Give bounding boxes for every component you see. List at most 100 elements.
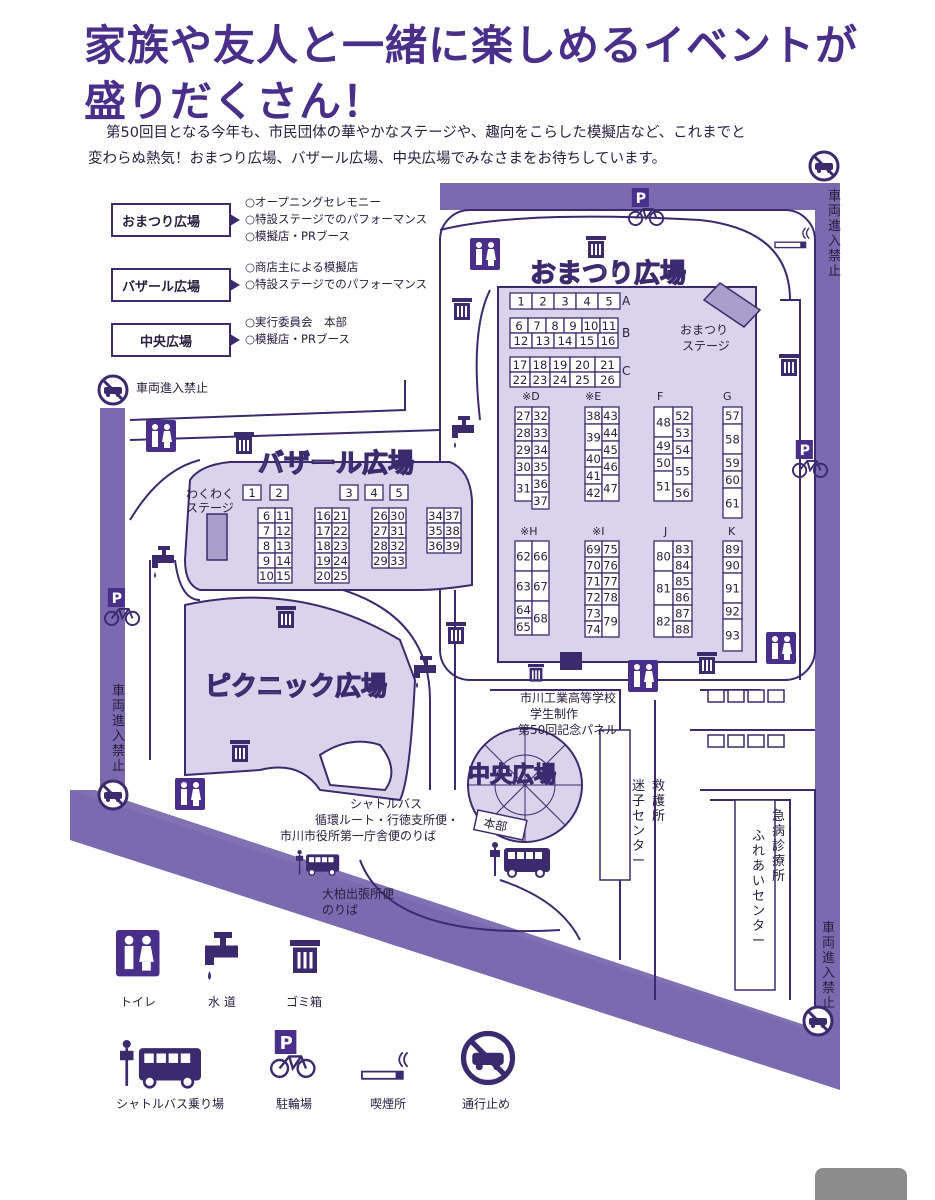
trash-icon	[290, 940, 320, 973]
booth-number: 35	[428, 524, 443, 538]
booth-number: 20	[575, 358, 590, 372]
parking-letter: P	[112, 591, 122, 607]
booth-number: 24	[333, 554, 348, 568]
column-label: K	[728, 525, 736, 538]
booth-number: 23	[333, 539, 348, 553]
booth-number: 3	[345, 486, 352, 500]
booth-cell	[364, 484, 384, 501]
chuo-title: 中央広場	[468, 762, 556, 788]
booth-number: 9	[263, 554, 270, 568]
booth-number: 36	[428, 539, 443, 553]
headline: 家族や友人と一緒に楽しめるイベントが 盛りだくさん！	[84, 18, 884, 130]
booth-number: 86	[675, 591, 690, 605]
booth-number: 74	[586, 623, 601, 637]
booth-number: 58	[725, 433, 740, 447]
booth-number: 19	[553, 358, 568, 372]
area-legend-item: ○商店主による模擬店	[245, 260, 358, 274]
area-legend: おまつり広場○オープニングセレモニー○特設ステージでのパフォーマンス○模擬店・P…	[111, 195, 427, 357]
booth-number: 66	[533, 550, 548, 564]
booth-cell	[601, 474, 620, 502]
booth-cell	[389, 484, 409, 501]
booth-number: 43	[603, 409, 618, 423]
area-legend-name: 中央広場	[140, 334, 192, 350]
booth-number: 59	[725, 456, 740, 470]
kyubyo-label: 急病診療所	[772, 809, 785, 884]
omatsuri-stage-line-2: ステージ	[682, 339, 730, 353]
column-label: J	[663, 525, 667, 538]
booth-number: 18	[533, 358, 548, 372]
booth-cell	[339, 484, 359, 501]
no-vehicle-right-bottom: 車両進入禁止	[822, 921, 835, 1011]
booth-cell	[388, 552, 407, 569]
booth-number: 6	[263, 509, 270, 523]
no-vehicle-left-top: 車両進入禁止	[136, 381, 208, 395]
booth-number: 80	[656, 550, 671, 564]
booth-number: 88	[675, 623, 690, 637]
booth-number: 26	[600, 373, 615, 387]
no-vehicle-icon	[97, 374, 129, 406]
booth-number: 28	[516, 426, 531, 440]
booth-number: 17	[513, 358, 528, 372]
booth-number: 63	[516, 580, 531, 594]
booth-cell	[672, 483, 693, 502]
booth-number: 13	[276, 539, 291, 553]
booth-number: 9	[569, 319, 576, 333]
column-label: ※H	[520, 525, 538, 538]
bazaar-title: バザール広場	[258, 448, 414, 479]
row-label: C	[622, 364, 630, 378]
booth-number: 34	[533, 443, 548, 457]
booth-number: 41	[586, 469, 601, 483]
booth-number: 64	[516, 603, 531, 617]
booth-number: 38	[445, 524, 460, 538]
booth-cell	[331, 567, 350, 584]
booth-number: 91	[725, 582, 740, 596]
booth-number: 22	[513, 373, 528, 387]
booth-number: 60	[725, 473, 740, 487]
booth-number: 29	[516, 443, 531, 457]
booth-number: 77	[603, 575, 618, 589]
booth-number: 4	[370, 486, 377, 500]
booth-number: 55	[675, 465, 690, 479]
booth-number: 53	[675, 426, 690, 440]
fureai-label: ふれあいセンター	[752, 829, 765, 949]
no-vehicle-icon	[97, 779, 129, 811]
walkways	[129, 215, 816, 1010]
trash-icon	[230, 740, 250, 762]
intro-line-1: 第50回目となる今年も、市民団体の華やかなステージや、趣向をこらした模擬店など、…	[106, 125, 746, 141]
booth-cell	[274, 567, 293, 584]
omatsuri-title: おまつり広場	[530, 258, 686, 289]
booth-number: 67	[533, 580, 548, 594]
toilet-icon	[628, 660, 658, 692]
toilet-icon	[470, 238, 500, 270]
scroll-button[interactable]	[815, 1168, 907, 1200]
trash-icon	[586, 236, 606, 258]
booth-number: 61	[725, 497, 740, 511]
booth-number: 2	[539, 295, 546, 309]
booth-number: 47	[603, 482, 618, 496]
no-vehicle-icon	[802, 1005, 834, 1037]
booth-number: 15	[276, 569, 291, 583]
school-panel-line-3: 第50回記念パネル	[518, 722, 617, 737]
school-panel-line-1: 市川工業高等学校	[520, 690, 616, 705]
booth-number: 93	[725, 629, 740, 643]
toilet-icon	[116, 930, 160, 977]
map-icons: PPP	[97, 150, 840, 1037]
booth-number: 16	[316, 509, 331, 523]
column-label: G	[723, 390, 732, 403]
legend-smoking-label: 喫煙所	[370, 1097, 406, 1111]
booth-number: 31	[516, 482, 531, 496]
booth-cell	[242, 484, 262, 501]
booth-number: 83	[675, 543, 690, 557]
booth-number: 22	[333, 524, 348, 538]
bicycle-parking-icon: P	[104, 588, 141, 627]
legend-closed-label: 通行止め	[462, 1097, 510, 1111]
booth-number: 75	[603, 543, 618, 557]
no-vehicle-right-top: 車両進入禁止	[828, 189, 841, 279]
booth-number: 38	[586, 409, 601, 423]
booth-number: 34	[428, 509, 443, 523]
row-label: B	[622, 326, 630, 340]
booth-cell	[597, 332, 619, 349]
booth-number: 23	[533, 373, 548, 387]
booth-number: 28	[373, 539, 388, 553]
